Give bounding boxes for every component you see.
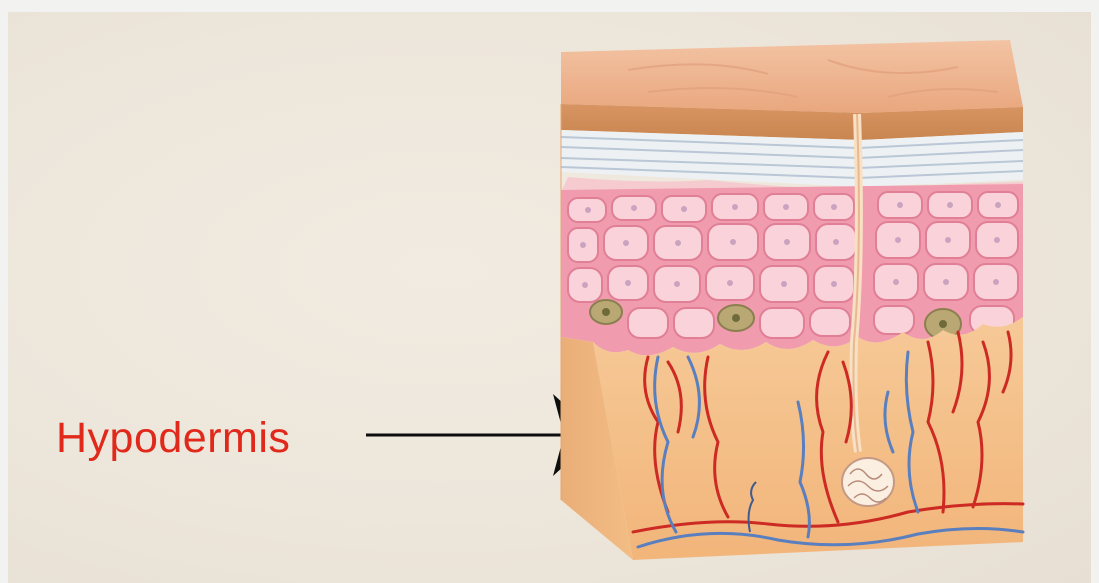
skin-surface [561,40,1023,113]
skin-cross-section-illustration [8,12,1091,583]
slide-background: Hypodermis [8,12,1091,583]
sweat-gland [842,458,894,506]
